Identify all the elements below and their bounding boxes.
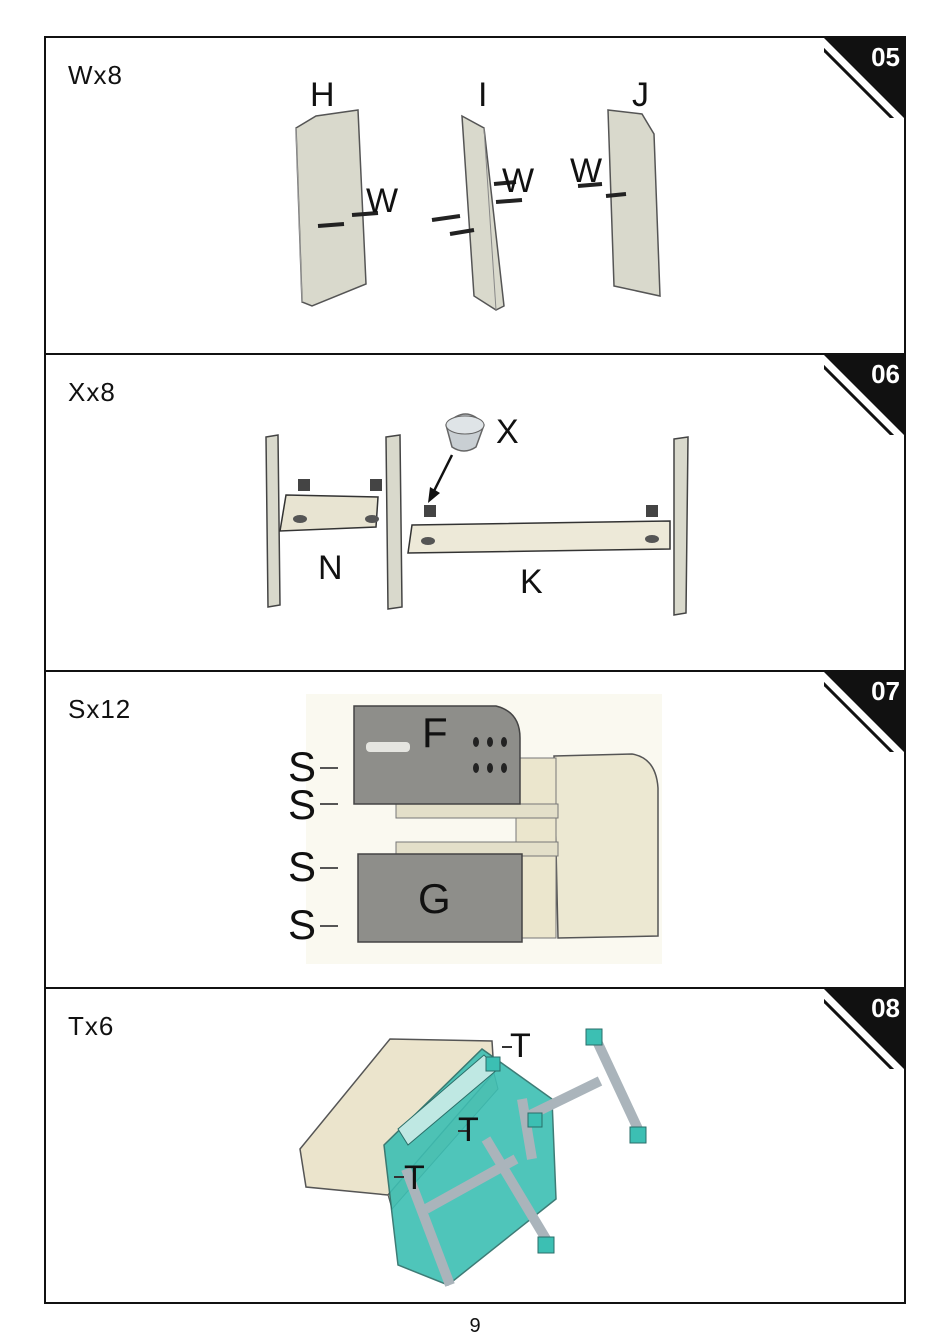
page-number: 9 xyxy=(0,1315,950,1338)
part-label-h: H xyxy=(310,78,335,112)
part-label-w-i: W xyxy=(502,164,534,198)
part-label-t-1: T xyxy=(510,1029,531,1063)
step-05-illustration xyxy=(46,38,904,355)
step-07-illustration xyxy=(46,672,904,989)
part-label-t-2: T xyxy=(458,1113,479,1147)
step-08: Tx6 08 xyxy=(46,989,904,1306)
part-label-s-3: S xyxy=(288,846,316,888)
part-label-x: X xyxy=(496,415,519,449)
part-label-w-j: W xyxy=(570,154,602,188)
instruction-frame: Wx8 05 H I J W xyxy=(44,36,906,1304)
step-07: Sx12 07 xyxy=(46,672,904,989)
part-label-w-h: W xyxy=(366,184,398,218)
part-label-t-3: T xyxy=(404,1161,425,1195)
part-label-s-4: S xyxy=(288,904,316,946)
part-label-i: I xyxy=(478,78,487,112)
part-label-f: F xyxy=(422,712,448,754)
part-label-g: G xyxy=(418,878,451,920)
part-label-j: J xyxy=(632,78,649,112)
part-label-s-2: S xyxy=(288,784,316,826)
step-06-illustration xyxy=(46,355,904,672)
part-label-n: N xyxy=(318,551,343,585)
step-06: Xx8 06 xyxy=(46,355,904,672)
part-label-k: K xyxy=(520,565,543,599)
step-05: Wx8 05 H I J W xyxy=(46,38,904,355)
